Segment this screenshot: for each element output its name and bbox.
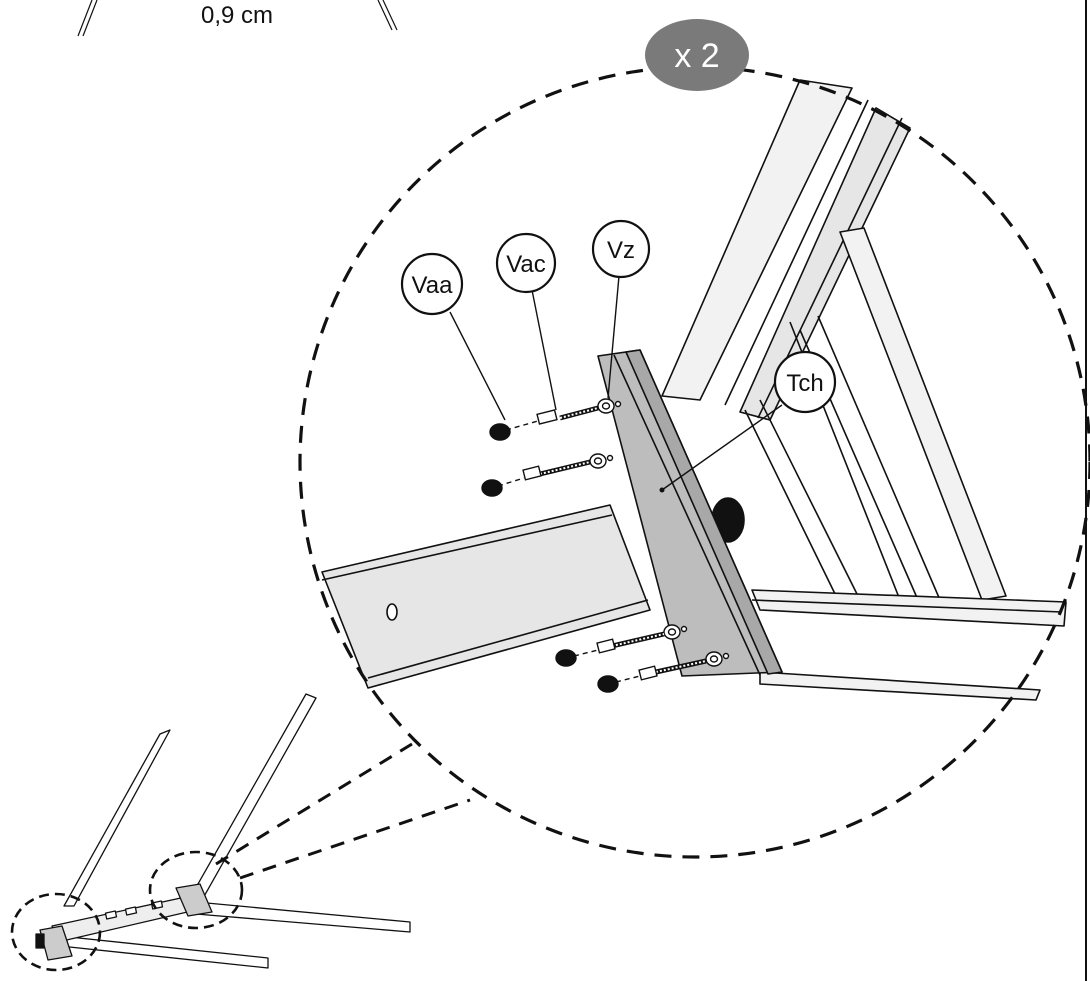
cap-icon [555, 649, 577, 667]
detail-frame [321, 79, 1067, 701]
overview-assembly [35, 693, 411, 969]
cap-icon [489, 423, 511, 441]
quantity-badge: x 2 [645, 19, 749, 91]
callout-tch-label: Tch [786, 370, 823, 397]
callout-vz: Vz [591, 219, 651, 279]
overview-zoom-area [148, 850, 244, 930]
cap-icon [597, 675, 619, 693]
callout-vac-label: Vac [506, 251, 546, 278]
leader-dot [659, 487, 665, 493]
cap-icon [481, 479, 503, 497]
zoom-connector [215, 742, 471, 880]
dimension-label: 0,9 cm [201, 2, 273, 29]
fastener-set [481, 398, 730, 693]
callout-vz-label: Vz [607, 237, 635, 264]
callout-tch: Tch [773, 350, 837, 414]
overview-zoom-area-2 [10, 892, 102, 972]
leader-lines [449, 275, 783, 491]
dimension-indicator [77, 0, 398, 37]
quantity-label: x 2 [674, 37, 719, 75]
callout-vaa-label: Vaa [412, 272, 454, 299]
magnifier-circle [298, 65, 1090, 859]
front-rail [751, 589, 1067, 627]
callout-vaa: Vaa [400, 252, 464, 316]
leg-rail-outer [661, 79, 853, 401]
callout-vac: Vac [495, 232, 557, 294]
side-beam [321, 504, 651, 689]
